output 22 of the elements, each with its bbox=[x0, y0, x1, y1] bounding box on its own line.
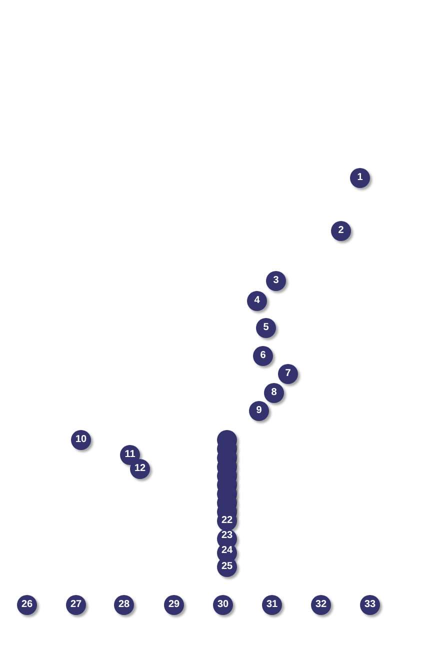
callout-number: 22 bbox=[217, 511, 237, 531]
callout-number: 29 bbox=[164, 595, 184, 615]
callout-number: 25 bbox=[217, 557, 237, 577]
callout-number: 33 bbox=[360, 595, 380, 615]
callout-number: 10 bbox=[71, 430, 91, 450]
callout-number: 8 bbox=[264, 383, 284, 403]
callout-number: 4 bbox=[247, 291, 267, 311]
callout-number: 6 bbox=[253, 346, 273, 366]
callout-number: 12 bbox=[130, 459, 150, 479]
callout-number: 31 bbox=[262, 595, 282, 615]
callout-number: 2 bbox=[331, 221, 351, 241]
callout-number: 1 bbox=[350, 168, 370, 188]
callout-number: 3 bbox=[266, 271, 286, 291]
callout-number: 27 bbox=[66, 595, 86, 615]
callout-number: 11 bbox=[120, 445, 140, 465]
callout-number: 7 bbox=[278, 364, 298, 384]
callout-number: 26 bbox=[17, 595, 37, 615]
callout-number: 32 bbox=[311, 595, 331, 615]
callout-number: 28 bbox=[114, 595, 134, 615]
callout-number: 5 bbox=[256, 318, 276, 338]
callout-number: 9 bbox=[249, 401, 269, 421]
callout-number: 30 bbox=[213, 595, 233, 615]
